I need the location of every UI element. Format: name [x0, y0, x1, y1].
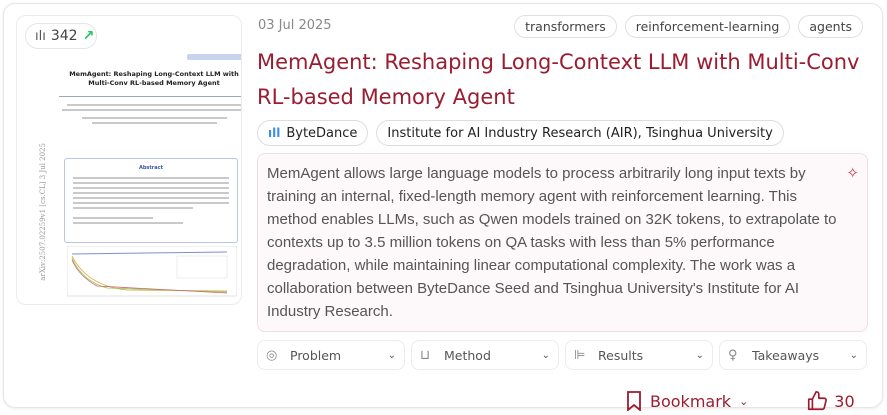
sparkle-icon[interactable]: ✧	[846, 165, 859, 182]
problem-button[interactable]: ◎ Problem ⌄	[257, 340, 405, 370]
summary-box: MemAgent allows large language models to…	[257, 153, 868, 332]
bar-chart-icon: ⊫	[574, 347, 586, 363]
lightbulb-icon: ♀	[728, 347, 738, 363]
beaker-icon: ⊔	[420, 347, 431, 363]
tag-agents[interactable]: agents	[798, 15, 863, 38]
results-label: Results	[598, 347, 644, 363]
takeaways-label: Takeaways	[752, 347, 820, 363]
bar-chart-icon: ılı	[35, 28, 46, 44]
publish-date: 03 Jul 2025	[258, 18, 332, 33]
summary-text: MemAgent allows large language models to…	[267, 165, 837, 320]
bytedance-logo-icon: ıll	[268, 126, 281, 140]
bookmark-button[interactable]: Bookmark ⌄	[626, 391, 748, 411]
target-icon: ◎	[266, 347, 278, 363]
method-label: Method	[444, 347, 491, 363]
tag-reinforcement-learning[interactable]: reinforcement-learning	[624, 15, 791, 38]
tag-transformers[interactable]: transformers	[514, 15, 617, 38]
chevron-down-icon: ⌄	[739, 394, 749, 408]
paper-preview-title: MemAgent: Reshaping Long-Context LLM wit…	[69, 70, 239, 87]
title-line-2: RL-based Memory Agent	[257, 85, 515, 109]
paper-preview-image: arXiv:2507.02259v1 [cs.CL] 3 Jul 2025 Me…	[37, 48, 241, 298]
section-buttons: ◎ Problem ⌄ ⊔ Method ⌄ ⊫ Results ⌄ ♀ Takeaways ⌄	[257, 340, 868, 370]
chevron-down-icon: ⌄	[387, 349, 396, 361]
chevron-down-icon: ⌄	[849, 349, 858, 361]
thumbs-up-icon	[808, 391, 828, 411]
method-button[interactable]: ⊔ Method ⌄	[411, 340, 559, 370]
paper-abstract-heading: Abstract	[138, 165, 163, 171]
card-actions: Bookmark ⌄ 30	[626, 390, 868, 412]
org-bytedance-label: ByteDance	[286, 125, 358, 141]
paper-figure	[67, 246, 237, 297]
bookmark-label: Bookmark	[650, 391, 732, 411]
paper-title[interactable]: MemAgent: Reshaping Long-Context LLM wit…	[257, 45, 867, 115]
paper-thumbnail[interactable]: arXiv:2507.02259v1 [cs.CL] 3 Jul 2025 Me…	[16, 15, 242, 305]
takeaways-button[interactable]: ♀ Takeaways ⌄	[719, 340, 867, 370]
title-line-1: MemAgent: Reshaping Long-Context LLM wit…	[257, 50, 860, 74]
content-column: MemAgent allows large language models to…	[257, 153, 868, 412]
chevron-down-icon: ⌄	[695, 349, 704, 361]
org-bytedance[interactable]: ıll ByteDance	[257, 120, 369, 146]
view-count: 342	[50, 28, 78, 44]
tag-list: transformers reinforcement-learning agen…	[514, 15, 863, 38]
like-count: 30	[834, 391, 855, 411]
results-button[interactable]: ⊫ Results ⌄	[565, 340, 713, 370]
problem-label: Problem	[290, 347, 342, 363]
org-air-tsinghua[interactable]: Institute for AI Industry Research (AIR)…	[376, 120, 784, 146]
organization-list: ıll ByteDance Institute for AI Industry …	[257, 120, 784, 146]
trending-up-icon: ↗	[82, 28, 95, 44]
like-button[interactable]: 30	[806, 390, 855, 412]
view-count-badge: ılı 342 ↗	[25, 23, 97, 49]
bookmark-icon	[627, 391, 641, 411]
paper-abstract-box: Abstract	[64, 158, 238, 243]
chevron-down-icon: ⌄	[541, 349, 550, 361]
arxiv-id: arXiv:2507.02259v1 [cs.CL] 3 Jul 2025	[39, 143, 47, 281]
